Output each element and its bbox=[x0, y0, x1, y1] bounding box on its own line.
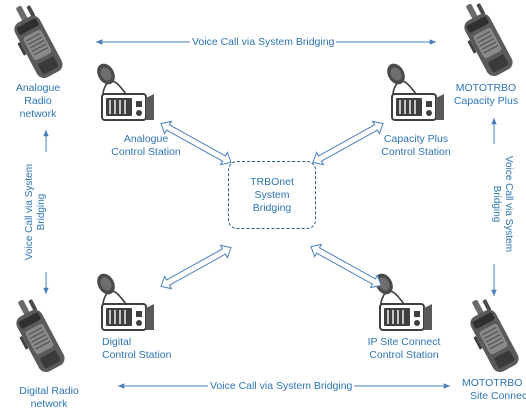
label-line: network bbox=[19, 108, 57, 120]
ip-site-hub-arrow bbox=[310, 243, 382, 289]
label-line: Voice Call via System bbox=[24, 163, 35, 261]
label-line: IP Site Connect bbox=[367, 336, 441, 348]
hub-label-line: TRBOnet bbox=[250, 175, 294, 188]
left-connection-label: Voice Call via System Bridging bbox=[24, 152, 48, 272]
hub-label: TRBOnet System Bridging bbox=[250, 176, 294, 215]
label-line: MOTOTRBO bbox=[455, 82, 517, 94]
digital-handheld-icon bbox=[3, 293, 69, 377]
label-line: Analogue bbox=[15, 82, 61, 94]
ip-site-network-label: MOTOTRBO IP Site Connect bbox=[462, 377, 526, 403]
label-line: Site Connect bbox=[470, 390, 526, 402]
label-line: Digital bbox=[102, 336, 132, 348]
label-line: network bbox=[30, 398, 68, 410]
analogue-network-label: Analogue Radio network bbox=[8, 82, 68, 121]
digital-station-label: Digital Control Station bbox=[96, 336, 202, 362]
bottom-connection-label: Voice Call via System Bridging bbox=[208, 380, 355, 392]
label-line: Bridging bbox=[491, 185, 502, 223]
analogue-station-label: Analogue Control Station bbox=[96, 133, 196, 159]
capacity-plus-station-icon bbox=[382, 59, 445, 121]
label-line: Control Station bbox=[111, 146, 181, 158]
capacity-plus-station-label: Capacity Plus Control Station bbox=[366, 133, 466, 159]
label-line: Analogue bbox=[123, 133, 169, 145]
analogue-station-icon bbox=[92, 59, 155, 121]
label-line: Control Station bbox=[369, 349, 439, 361]
label-line: Control Station bbox=[381, 146, 451, 158]
label-line: Radio bbox=[24, 95, 52, 107]
top-connection-label: Voice Call via System Bridging bbox=[190, 36, 337, 48]
capacity-plus-hub-arrow bbox=[312, 120, 384, 166]
label-line: Voice Call via System bbox=[503, 155, 514, 253]
label-line: Bridging bbox=[36, 193, 47, 231]
right-connection-label: Voice Call via System Bridging bbox=[490, 144, 514, 264]
label-line: Control Station bbox=[102, 349, 172, 361]
label-line: Capacity Plus bbox=[383, 133, 449, 145]
digital-hub-arrow bbox=[160, 244, 232, 290]
digital-station-icon bbox=[92, 269, 155, 331]
ip-site-handheld-icon bbox=[457, 293, 523, 377]
label-line: Digital Radio bbox=[19, 385, 79, 397]
ip-site-station-icon bbox=[370, 269, 433, 331]
capacity-plus-handheld-icon bbox=[451, 0, 517, 81]
analogue-handheld-icon bbox=[1, 0, 67, 83]
capacity-plus-network-label: MOTOTRBO Capacity Plus bbox=[448, 82, 524, 108]
label-line: MOTOTRBO IP bbox=[462, 377, 526, 389]
label-line: Capacity Plus bbox=[453, 95, 519, 107]
digital-network-label: Digital Radio network bbox=[14, 385, 84, 411]
trbonet-bridging-hub: TRBOnet System Bridging bbox=[228, 161, 316, 229]
ip-site-station-label: IP Site Connect Control Station bbox=[354, 336, 454, 362]
hub-label-line: Bridging bbox=[252, 201, 292, 214]
hub-label-line: System bbox=[254, 188, 290, 201]
